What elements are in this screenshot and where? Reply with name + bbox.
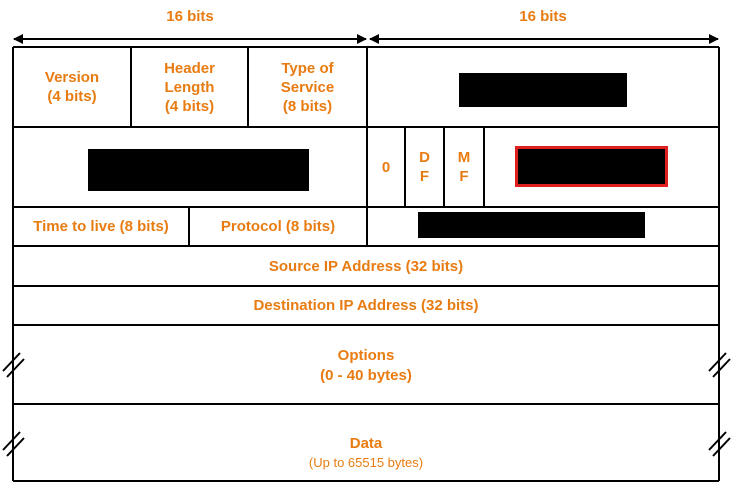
time-to-live-field: Time to live (8 bits) xyxy=(33,218,169,235)
header-length-field: Header Length (4 bits) xyxy=(164,59,215,115)
version-field: Version (4 bits) xyxy=(44,69,100,105)
mf-flag-field: M F xyxy=(457,149,471,185)
type-of-service-field: Type of Service (8 bits) xyxy=(280,59,335,115)
header-checksum-redaction xyxy=(418,212,645,238)
options-size: (0 - 40 bytes) xyxy=(320,366,412,384)
break-marks xyxy=(2,352,731,457)
source-ip-field: Source IP Address (32 bits) xyxy=(268,257,464,275)
destination-ip-field: Destination IP Address (32 bits) xyxy=(253,297,479,314)
reserved-flag-field: 0 xyxy=(381,158,391,176)
options-title: Options xyxy=(337,346,395,364)
protocol-field: Protocol (8 bits) xyxy=(220,218,336,235)
total-length-redaction xyxy=(459,73,627,107)
identification-redaction xyxy=(88,149,309,191)
df-flag-field: D F xyxy=(419,149,430,185)
left-width-label: 16 bits xyxy=(166,7,214,25)
right-width-label: 16 bits xyxy=(519,7,567,25)
fragment-offset-redaction xyxy=(515,146,668,187)
data-size: (Up to 65515 bytes) xyxy=(308,454,424,470)
table-borders xyxy=(12,46,720,482)
data-title: Data xyxy=(349,434,383,452)
